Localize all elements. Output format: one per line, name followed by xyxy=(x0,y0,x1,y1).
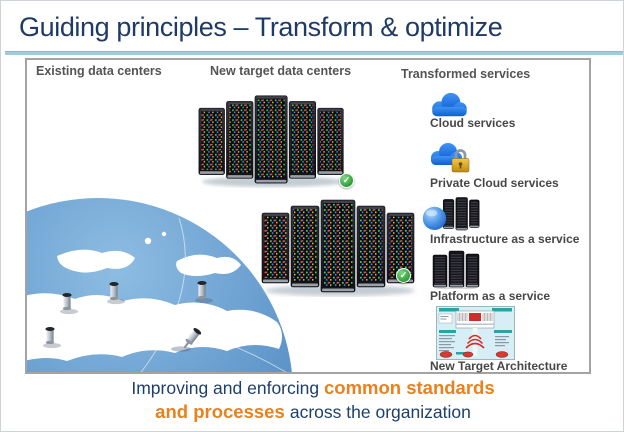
iaas-icon xyxy=(421,197,481,237)
server-rack-cluster-1 xyxy=(197,89,349,188)
check-icon: ✓ xyxy=(396,268,411,283)
slide-title: Guiding principles – Transform & optimiz… xyxy=(19,12,503,42)
footer-caption: Improving and enforcing common standards… xyxy=(1,376,623,424)
content-panel: Existing data centers New target data ce… xyxy=(25,58,591,374)
title-divider xyxy=(5,51,623,55)
service-label: New Target Architecture xyxy=(430,359,568,373)
check-icon: ✓ xyxy=(339,173,354,188)
column-header-new-target: New target data centers xyxy=(210,64,352,78)
paas-icon xyxy=(431,249,481,294)
architecture-icon xyxy=(436,306,515,365)
footer-line-1: Improving and enforcing common standards xyxy=(131,377,495,398)
service-label: Platform as a service xyxy=(430,289,551,303)
map-pins xyxy=(43,281,213,352)
footer-line-2: and processes across the organization xyxy=(155,401,471,422)
service-label: Private Cloud services xyxy=(430,176,559,190)
column-header-existing: Existing data centers xyxy=(36,64,162,78)
cloud-icon xyxy=(427,91,471,124)
private-cloud-icon xyxy=(427,140,473,180)
globe-graphic xyxy=(27,198,292,372)
service-label: Infrastructure as a service xyxy=(430,232,580,246)
column-header-transformed: Transformed services xyxy=(401,67,531,81)
service-label: Cloud services xyxy=(430,116,516,130)
